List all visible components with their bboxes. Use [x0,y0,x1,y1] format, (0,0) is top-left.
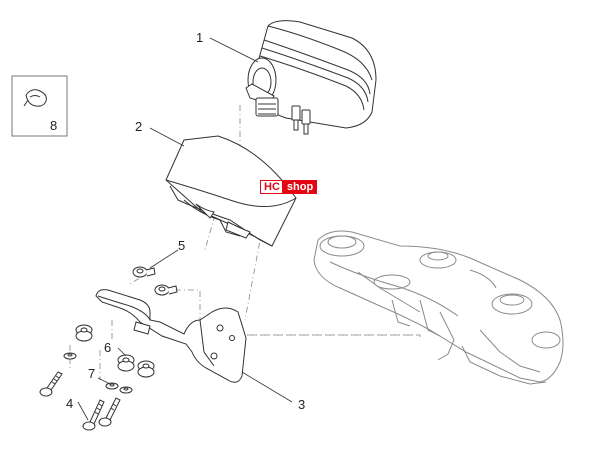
leader-2 [149,127,185,147]
callout-4: 4 [66,396,73,411]
instrument-cluster [245,20,377,135]
washer-7c [119,386,133,394]
watermark-hc: HC [260,180,283,194]
screw-5b [154,284,178,296]
callout-1: 1 [196,30,203,45]
cluster-cover [165,135,297,247]
inset-frame [11,75,68,137]
mounting-bracket [95,289,247,383]
triple-clamp-ghost [313,230,564,385]
callout-6: 6 [104,340,111,355]
grommet-6a [75,324,93,342]
bolt-4a [39,371,63,397]
leader-1 [209,37,259,63]
leader-6 [117,347,127,357]
callout-5: 5 [178,238,185,253]
grommet-6b [117,354,135,372]
leader-3 [241,371,293,403]
callout-2: 2 [135,119,142,134]
hcshop-watermark: HC shop [260,180,318,194]
callout-8: 8 [50,118,57,133]
bolt-4b [82,399,105,431]
bolt-4c [98,397,121,427]
washer-7b [105,382,119,390]
leader-5 [149,249,179,269]
clip-icon [23,89,47,107]
washer-7a [63,352,77,360]
part-8-inset: 8 [11,75,68,137]
screw-5a [132,266,156,278]
leader-7 [97,377,111,385]
callout-7: 7 [88,366,95,381]
watermark-shop: shop [282,180,318,194]
leader-4 [77,401,89,421]
grommet-6c [137,360,155,378]
callout-3: 3 [298,397,305,412]
